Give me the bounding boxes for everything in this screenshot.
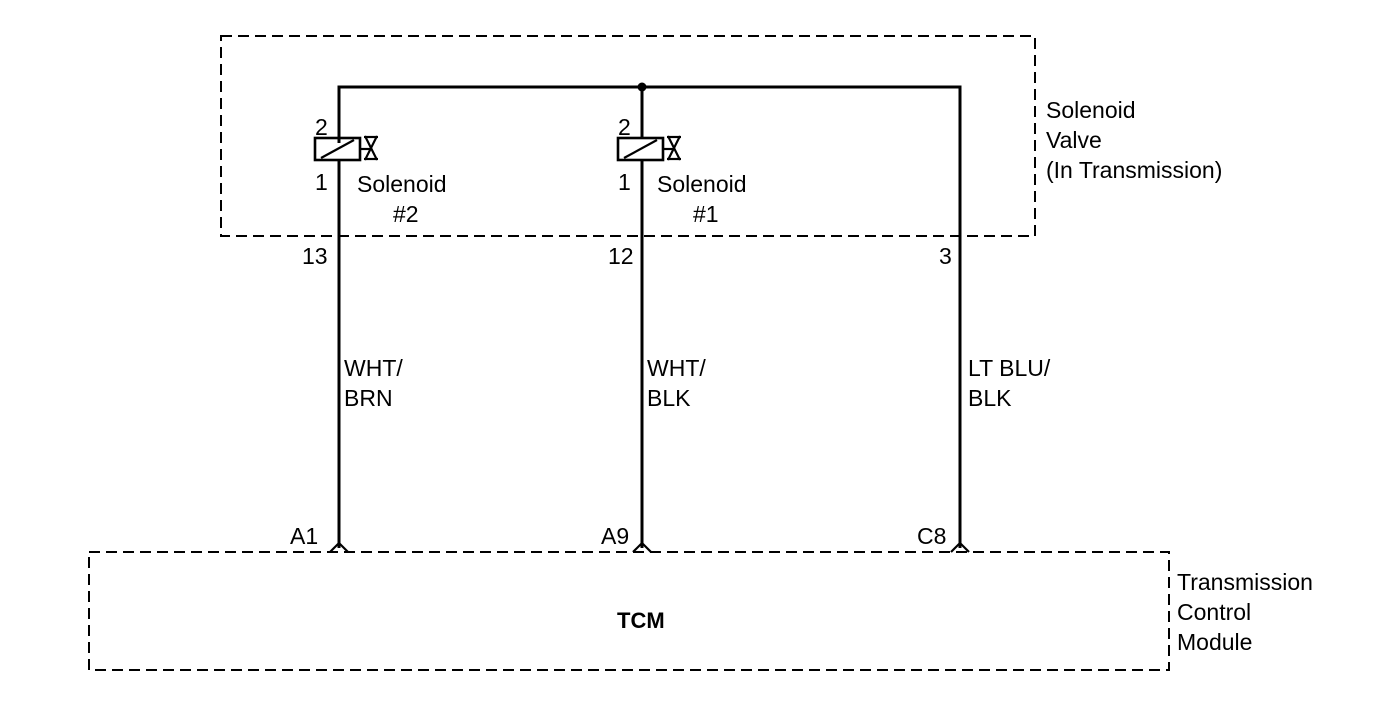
tcm-pin-c8: C8 bbox=[917, 523, 946, 549]
solenoid-2-pin-bottom: 1 bbox=[315, 169, 328, 195]
connector-pin-13: 13 bbox=[302, 243, 328, 269]
terminal-a1-icon bbox=[329, 541, 349, 553]
wire-1-color-line1: WHT/ bbox=[344, 355, 403, 381]
solenoid-valve-title-line1: Solenoid bbox=[1046, 97, 1136, 123]
check-valve-icon bbox=[667, 135, 681, 161]
tcm-box bbox=[88, 551, 1170, 671]
terminal-a9-icon bbox=[632, 541, 652, 553]
solenoid-valve-title-line2: Valve bbox=[1046, 127, 1102, 153]
wire-2-color-line1: WHT/ bbox=[647, 355, 706, 381]
top-bus-wire bbox=[337, 85, 962, 548]
solenoid-2-pin-top: 2 bbox=[315, 114, 328, 140]
solenoid-2-number: #2 bbox=[393, 201, 419, 227]
tcm-title-line1: Transmission bbox=[1177, 569, 1313, 595]
connector-pin-3: 3 bbox=[939, 243, 952, 269]
check-valve-icon bbox=[364, 135, 378, 161]
tcm-title-line3: Module bbox=[1177, 629, 1252, 655]
wire-3-color-line1: LT BLU/ bbox=[968, 355, 1051, 381]
tcm-label: TCM bbox=[617, 608, 665, 633]
solenoid-1-name: Solenoid bbox=[657, 171, 747, 197]
tcm-title-line2: Control bbox=[1177, 599, 1251, 625]
wire-3-color-line2: BLK bbox=[968, 385, 1012, 411]
solenoid-1-pin-bottom: 1 bbox=[618, 169, 631, 195]
solenoid-1-pin-top: 2 bbox=[618, 114, 631, 140]
solenoid-valve-title-line3: (In Transmission) bbox=[1046, 157, 1222, 183]
solenoid-1-number: #1 bbox=[693, 201, 719, 227]
solenoid-2-name: Solenoid bbox=[357, 171, 447, 197]
tcm-pin-a9: A9 bbox=[601, 523, 629, 549]
connector-pin-12: 12 bbox=[608, 243, 634, 269]
solenoid-2-symbol bbox=[313, 135, 378, 162]
wire-1-color-line2: BRN bbox=[344, 385, 393, 411]
tcm-pin-a1: A1 bbox=[290, 523, 318, 549]
solenoid-1-symbol bbox=[616, 135, 681, 162]
solenoid-valve-box bbox=[220, 35, 1036, 237]
wire-2-color-line2: BLK bbox=[647, 385, 691, 411]
terminal-c8-icon bbox=[950, 541, 970, 553]
